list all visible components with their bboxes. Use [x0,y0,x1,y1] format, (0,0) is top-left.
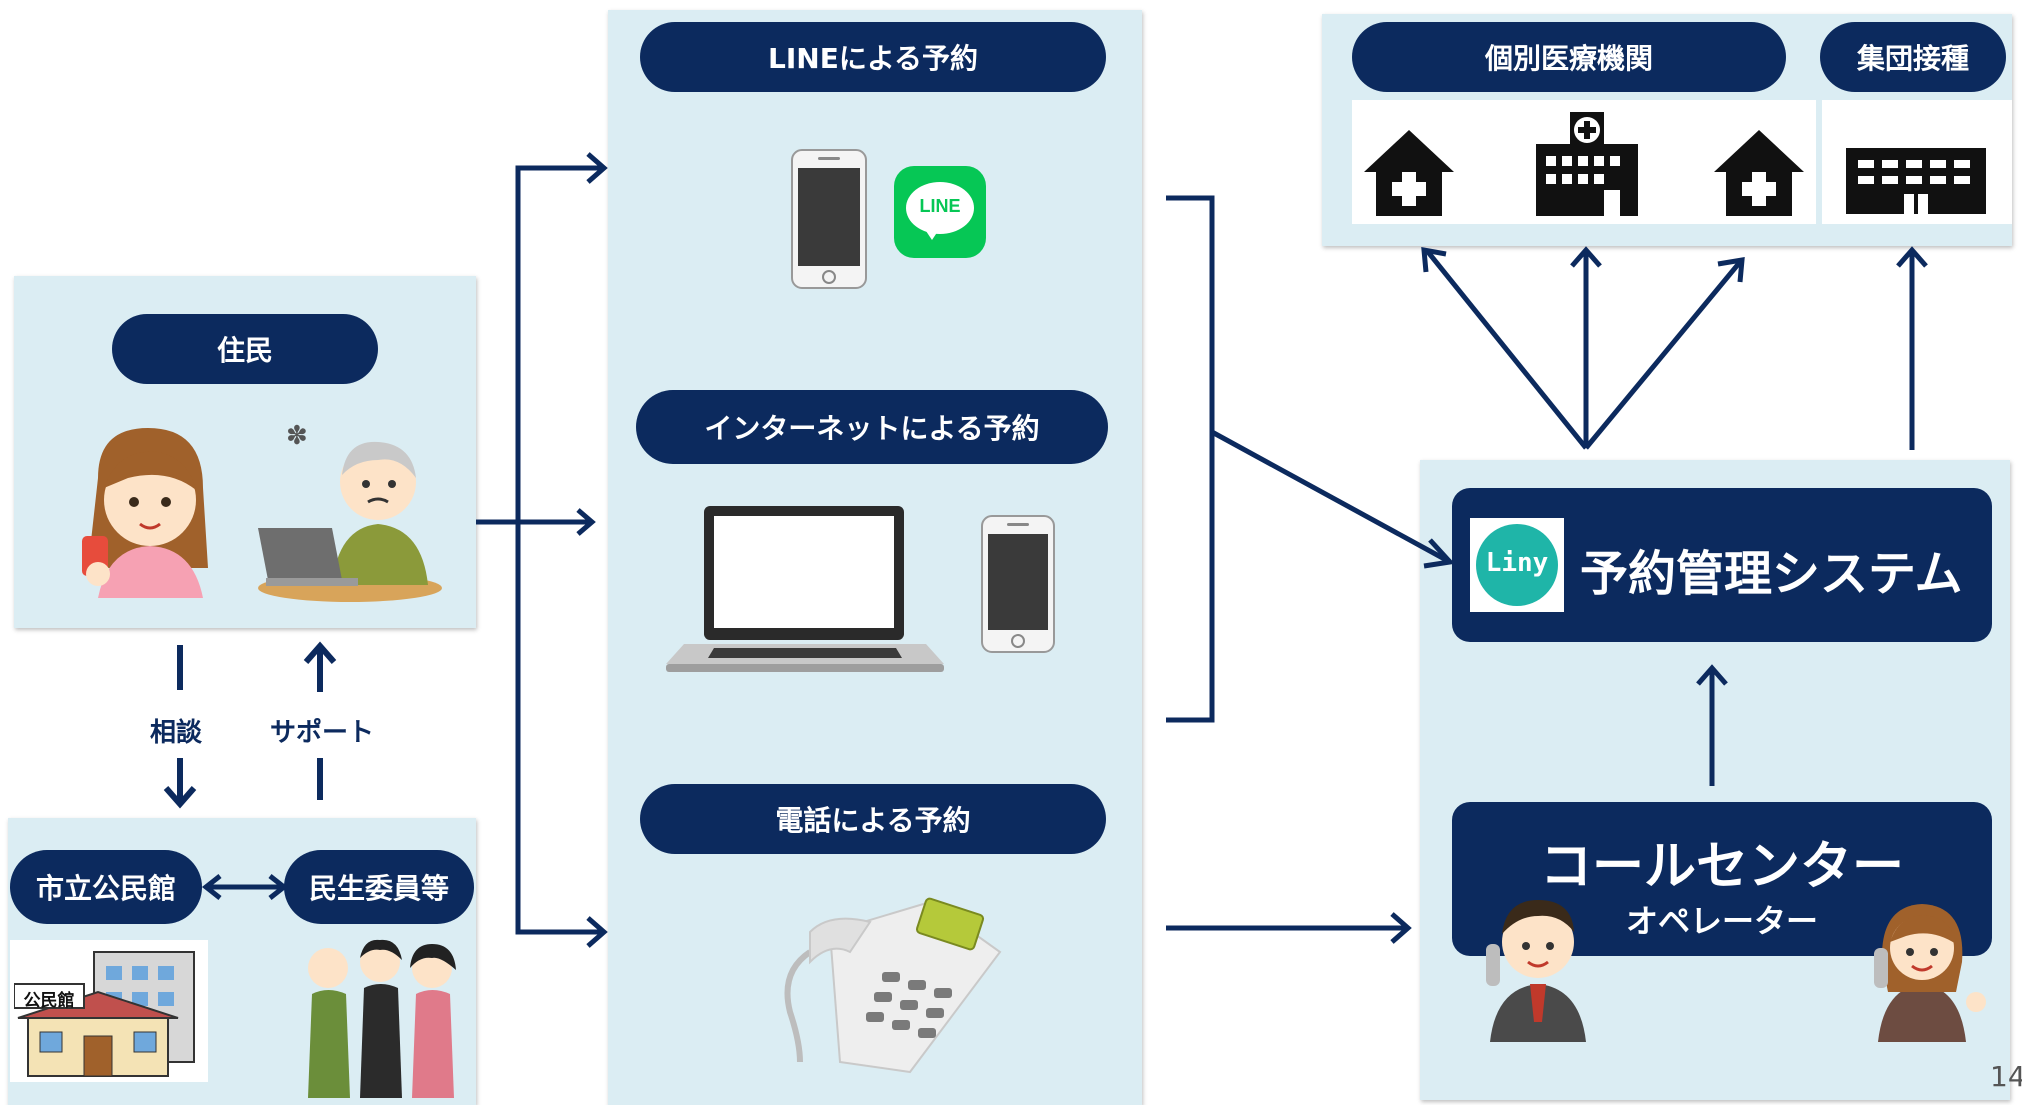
consult-label: 相談 [150,718,203,748]
group-vaccination-title: 集団接種 [1820,22,2006,92]
page-number: 14 [1990,1060,2022,1093]
call-center-subtitle: オペレーター [1625,902,1818,940]
consult-support-arrows [163,641,337,809]
female-operator-illustration [1874,904,1986,1042]
community-center-label: 市立公民館 [10,850,202,924]
community-center-building-illustration [14,951,195,1077]
liny-logo-text: Liny [1485,548,1549,578]
clinic-icon [1364,130,1454,216]
residents-title: 住民 [112,314,378,384]
smartphone-icon [791,149,867,289]
young-woman-with-phone-illustration [82,428,208,598]
svg-text:✽: ✽ [286,421,308,451]
hospital-icon [1536,112,1638,216]
individual-facilities-title: 個別医療機関 [1352,22,1786,92]
desk-phone-icon [784,897,1002,1074]
line-logo-icon: LINE [894,166,986,258]
liny-logo-icon: Liny [1470,518,1564,612]
male-operator-illustration [1486,900,1586,1042]
elderly-man-with-laptop-illustration: ✽ [258,421,442,602]
support-label: サポート [270,718,375,748]
call-center-title: コールセンター [1539,837,1904,897]
internet-booking-title: インターネットによる予約 [636,390,1108,464]
line-booking-title: LINEによる予約 [640,22,1106,92]
community-center-sign: 公民館 [23,991,75,1011]
clinic-icon [1714,130,1804,216]
welfare-commissioner-label: 民生委員等 [284,850,474,924]
line-logo-text: LINE [919,196,961,216]
laptop-icon [666,506,944,672]
group-venue-icon [1846,148,1986,214]
phone-booking-title: 電話による予約 [640,784,1106,854]
reservation-system-box: Liny 予約管理システム [1452,488,1992,642]
reservation-system-title: 予約管理システム [1580,546,1963,602]
smartphone-icon [981,515,1055,653]
welfare-commissioners-illustration [308,939,456,1098]
